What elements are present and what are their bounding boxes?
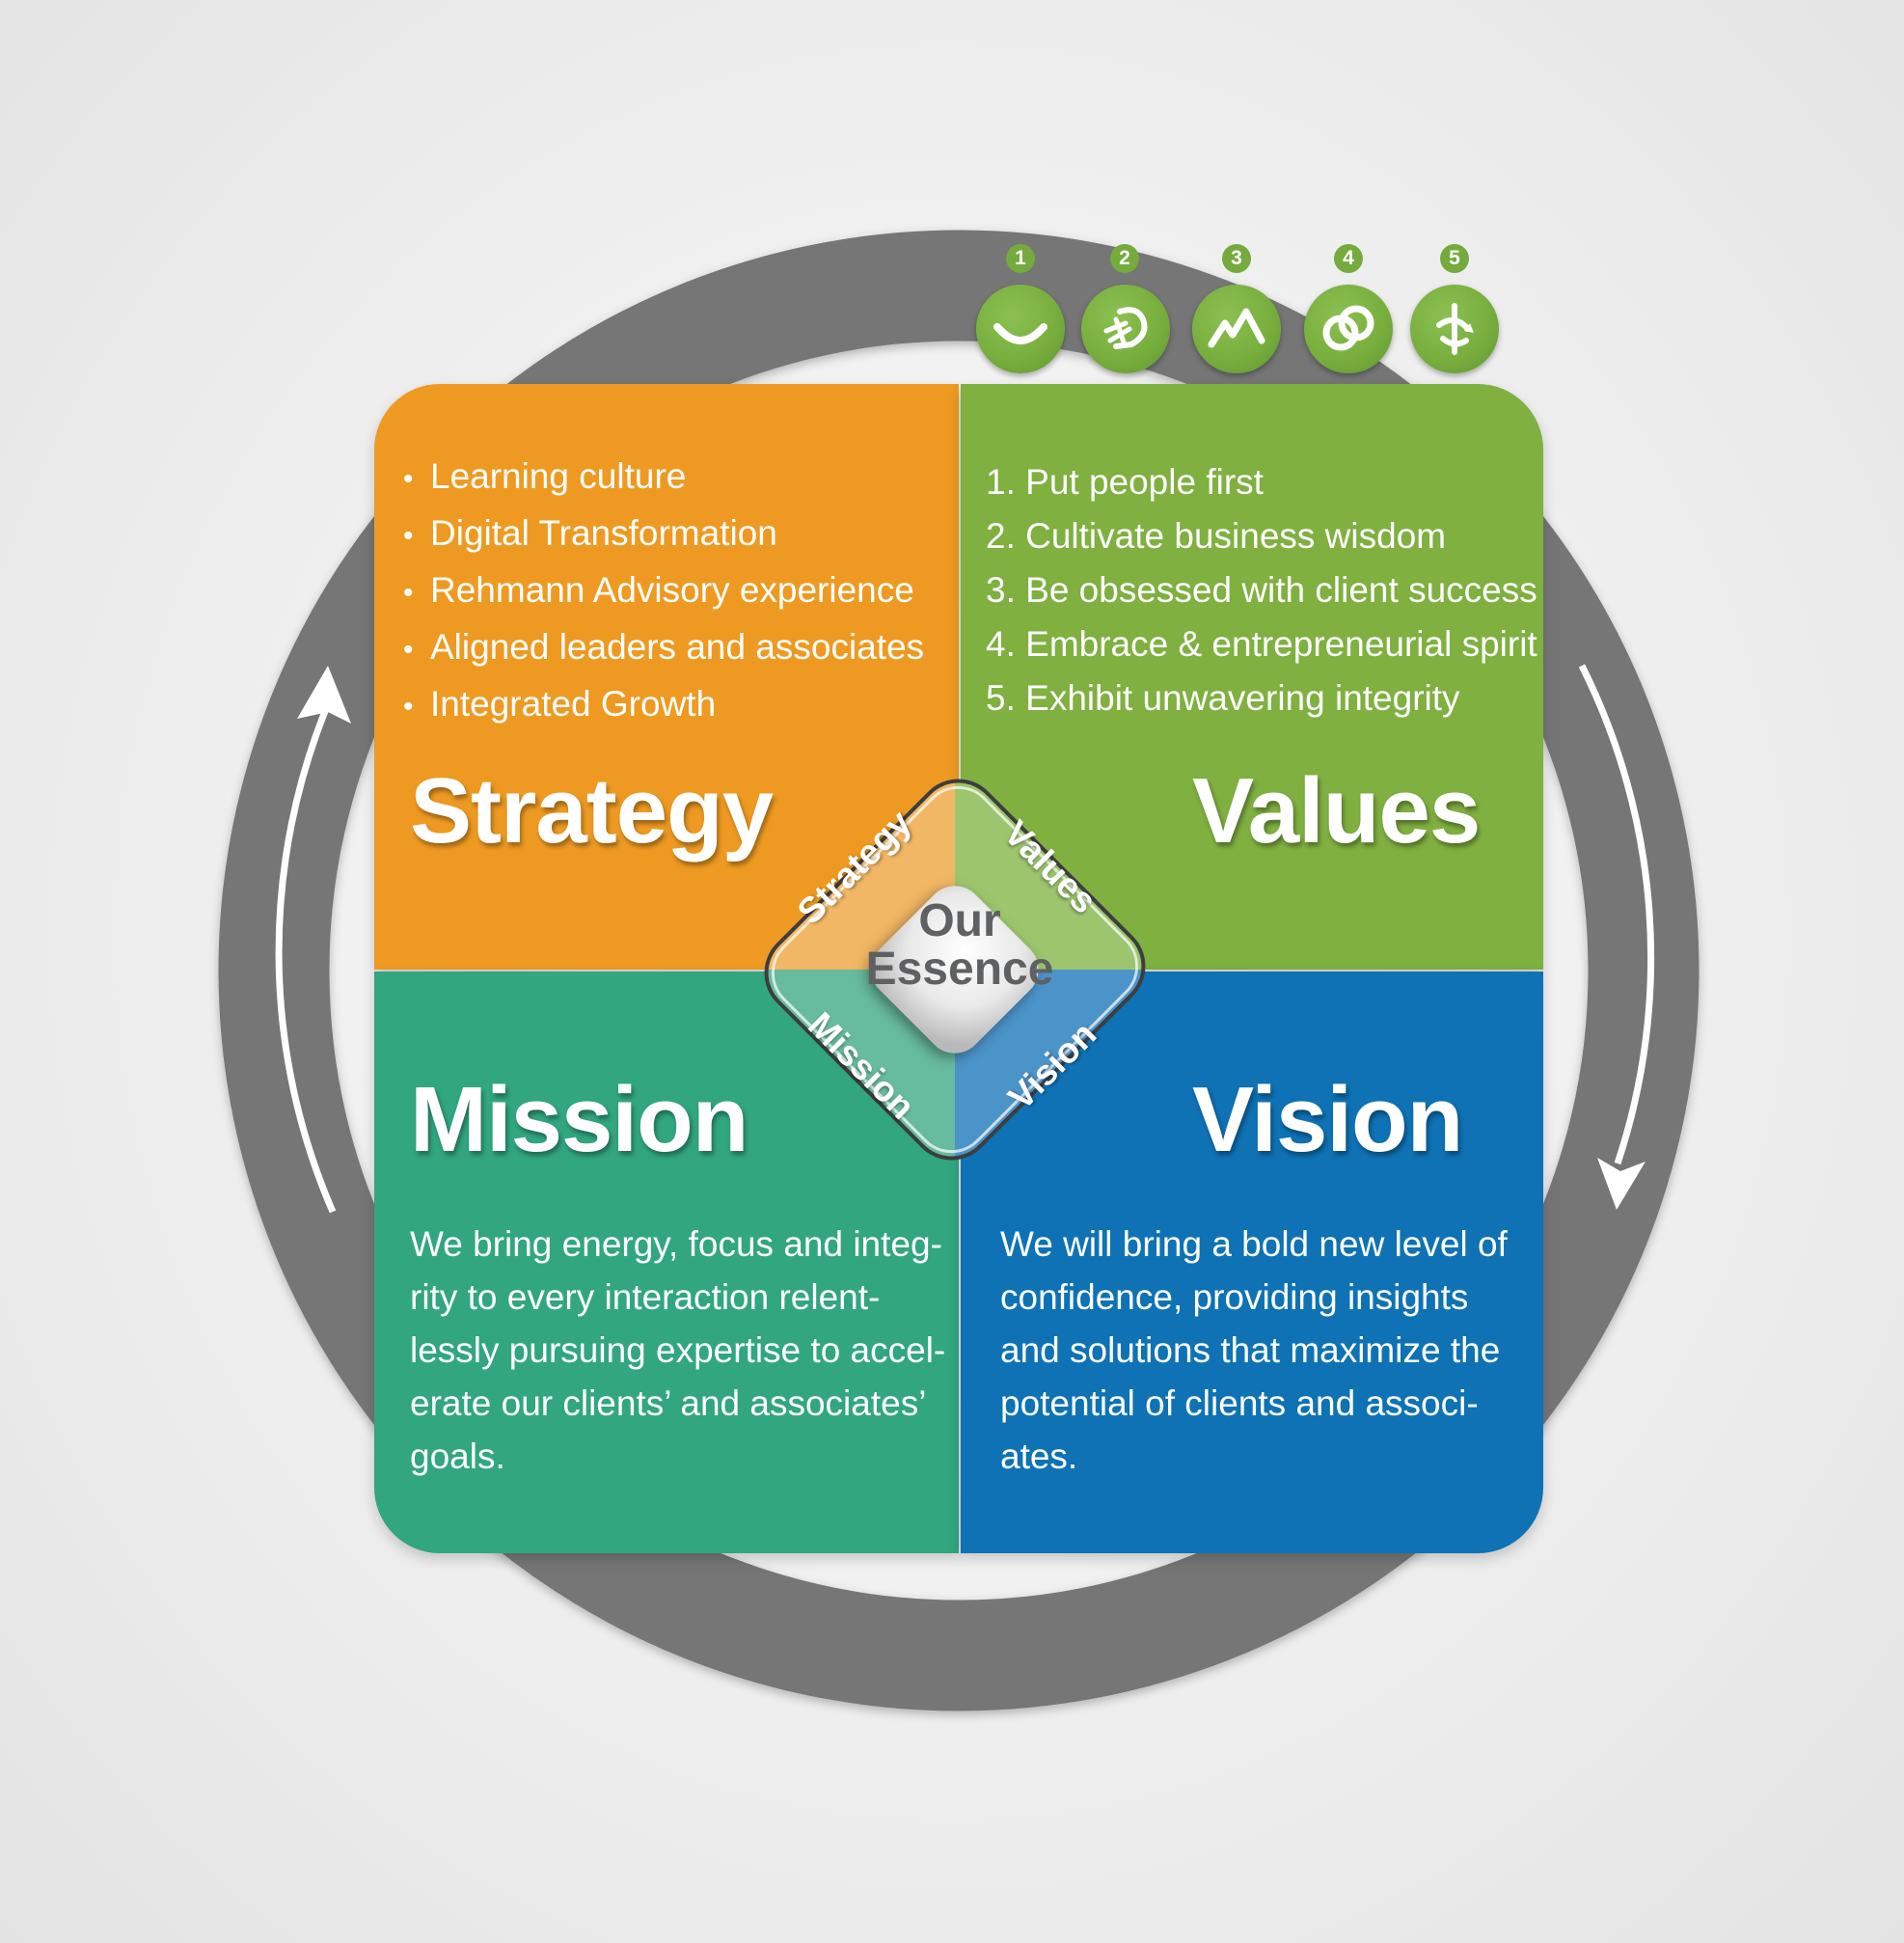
- values-item: 3. Be obsessed with client success: [986, 570, 1537, 610]
- values-item: 1. Put people first: [986, 462, 1264, 502]
- vision-line: We will bring a bold new level of: [1000, 1224, 1508, 1264]
- values-title: Values: [1192, 759, 1481, 862]
- cycle-arrow-right: [1578, 664, 1655, 1165]
- compass-arrows-icon: [1410, 285, 1499, 373]
- mission-line: goals.: [410, 1437, 505, 1476]
- cycle-arrowhead-right: [1597, 1158, 1646, 1210]
- interlocking-rings-icon: [1304, 285, 1393, 373]
- mission-line: lessly pursuing expertise to accel-: [410, 1330, 946, 1370]
- handshake-icon: [1081, 285, 1170, 373]
- value-number-badge: 2: [1110, 244, 1139, 273]
- cycle-ring-band: [218, 230, 1700, 1711]
- cycle-arrowhead-left: [297, 666, 351, 724]
- mountain-peak-icon: [1192, 285, 1281, 373]
- ring-border-inner: [771, 785, 1139, 1154]
- mission-title: Mission: [410, 1068, 748, 1171]
- center-label-line2: Essence: [865, 944, 1054, 995]
- value-number-badge: 5: [1440, 244, 1469, 273]
- value-number-badge: 3: [1222, 244, 1251, 273]
- mission-line: erate our clients’ and associates’: [410, 1383, 927, 1423]
- vision-line: ates.: [1000, 1437, 1078, 1476]
- mission-statement: We bring energy, focus and integ- rity t…: [410, 1218, 945, 1483]
- mission-line: We bring energy, focus and integ-: [410, 1224, 942, 1264]
- vision-statement: We will bring a bold new level of confid…: [1000, 1218, 1508, 1483]
- strategy-item: Aligned leaders and associates: [403, 620, 924, 677]
- essence-diamond: [749, 764, 1160, 1175]
- strategy-item: Digital Transformation: [403, 506, 924, 563]
- strategy-list: Learning culture Digital Transformation …: [403, 450, 924, 734]
- ring-border: [764, 779, 1146, 1161]
- strategy-item: Rehmann Advisory experience: [403, 563, 924, 620]
- values-item: 2. Cultivate business wisdom: [986, 516, 1447, 556]
- value-number-badge: 4: [1334, 244, 1363, 273]
- mission-line: rity to every interaction relent-: [410, 1277, 881, 1317]
- value-number-badge: 1: [1006, 244, 1035, 273]
- essence-core: [871, 886, 1039, 1054]
- vision-line: confidence, providing insights: [1000, 1277, 1469, 1317]
- center-label-line1: Our: [918, 895, 1001, 946]
- strategy-item: Learning culture: [403, 450, 924, 506]
- strategy-item: Integrated Growth: [403, 677, 924, 734]
- cycle-arrow-left: [275, 698, 337, 1214]
- vision-line: potential of clients and associ-: [1000, 1383, 1479, 1423]
- values-item: 5. Exhibit unwavering integrity: [986, 678, 1460, 718]
- smile-icon: [976, 285, 1065, 373]
- values-item: 4. Embrace & entrepreneurial spirit: [986, 624, 1537, 664]
- vision-title: Vision: [1192, 1068, 1463, 1171]
- center-label: Our Essence: [839, 897, 1080, 994]
- vision-line: and solutions that maximize the: [1000, 1330, 1501, 1370]
- strategy-title: Strategy: [410, 759, 774, 862]
- values-list: 1. Put people first 2. Cultivate busines…: [986, 455, 1537, 725]
